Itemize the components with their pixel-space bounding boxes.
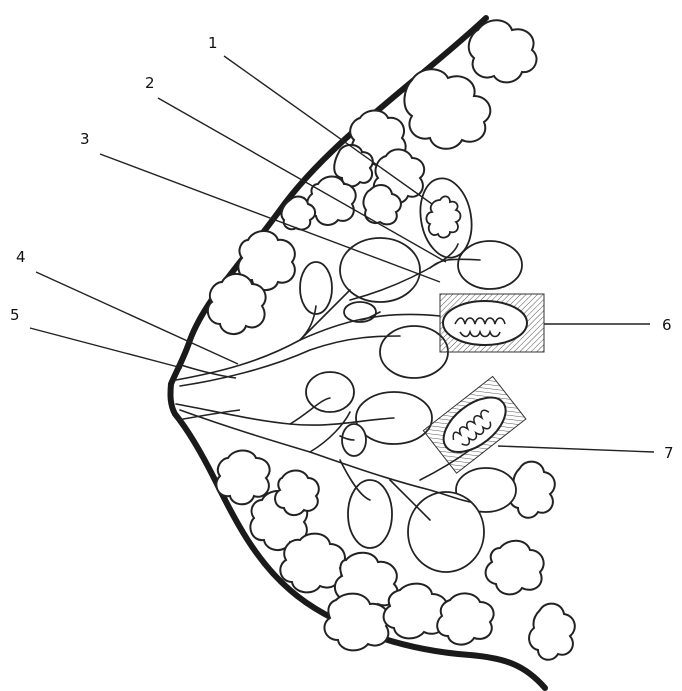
lobule-detail-box-6 [440,294,544,352]
nipple [178,364,240,420]
lobule-detail-box-7 [423,376,526,473]
label-6: 6 [662,316,672,334]
label-4: 4 [16,248,26,266]
label-2: 2 [145,74,155,92]
label-1: 1 [208,34,218,52]
label-7: 7 [664,444,674,462]
label-3: 3 [80,130,90,148]
lower-fat-tissue [216,451,574,660]
label-5: 5 [10,306,20,324]
